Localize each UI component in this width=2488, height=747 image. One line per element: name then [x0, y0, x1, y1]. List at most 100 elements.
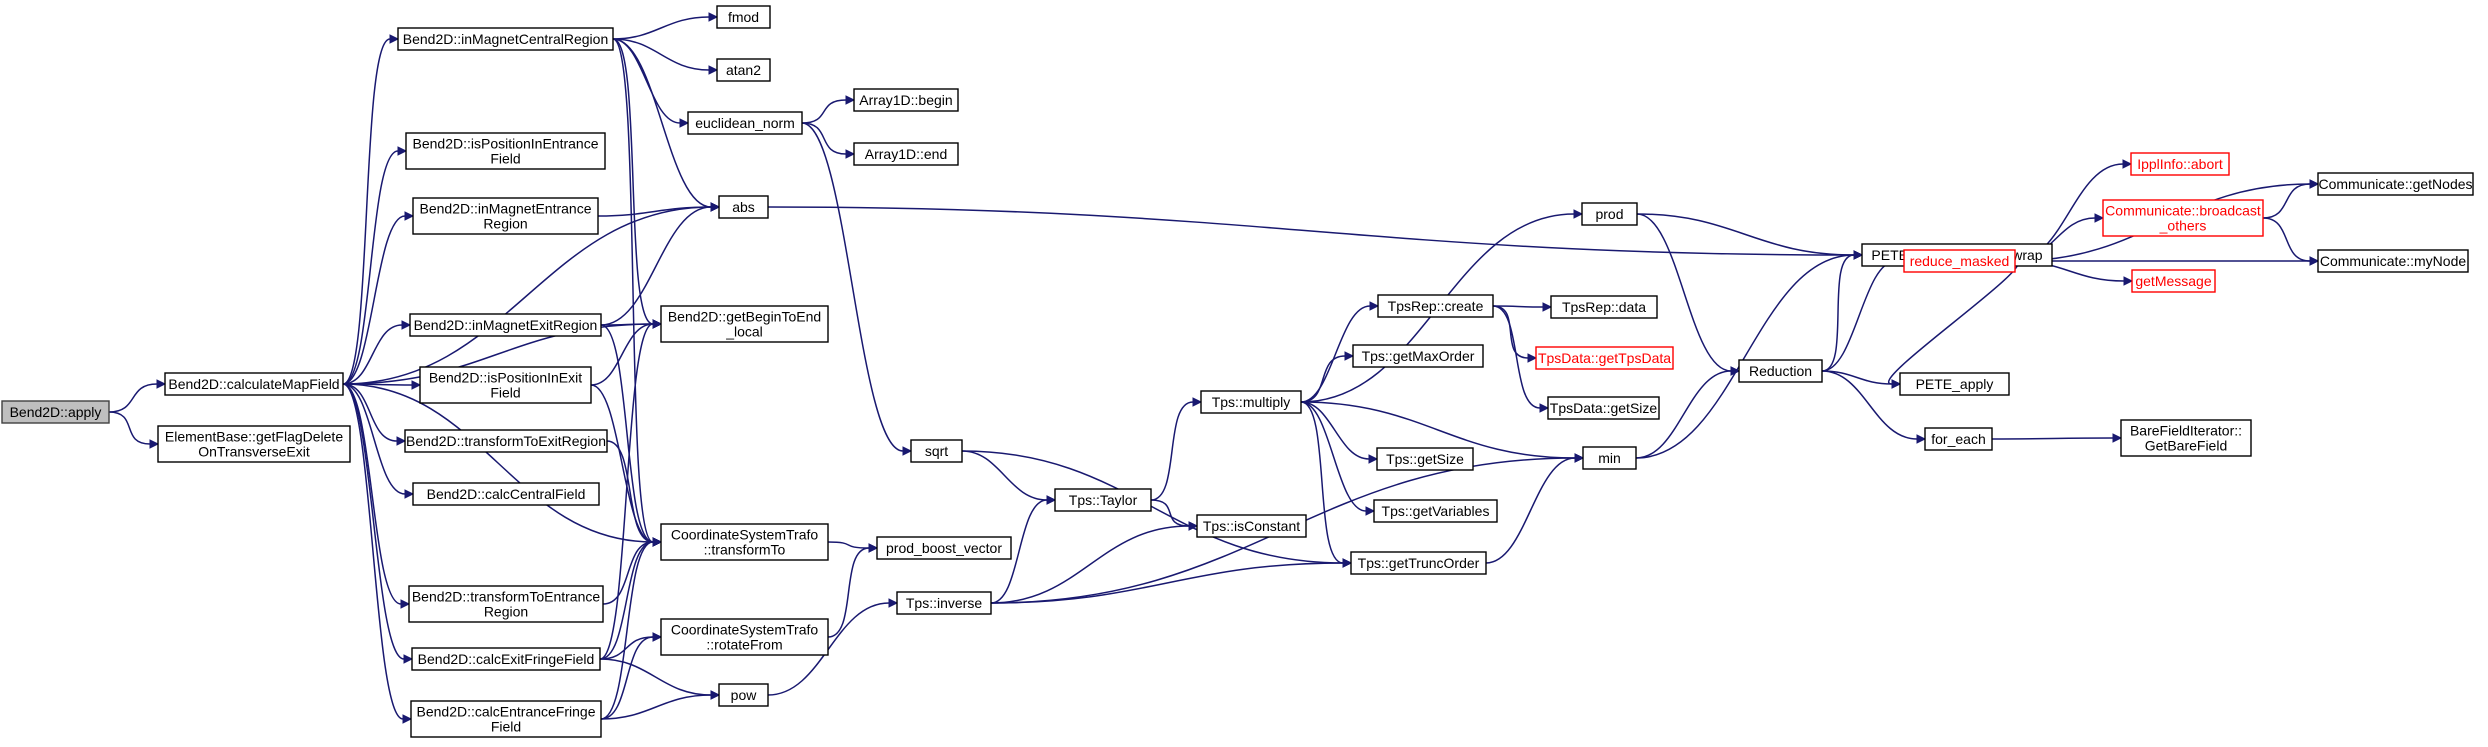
node-label-getFlagDelete-1: OnTransverseExit	[198, 444, 310, 460]
edge-arrowhead-pow-to-tps_inverse	[888, 598, 899, 608]
edge-tps_taylor-to-tps_isConstant	[1150, 499, 1190, 527]
node-box-tps_isConstant	[1196, 514, 1307, 538]
node-label-prod_boost_vector-0: prod_boost_vector	[886, 540, 1002, 556]
edge-arrowhead-tps_inverse-to-tps_taylor	[1046, 495, 1057, 505]
node-ippl_abort[interactable]: IpplInfo::abort	[2130, 152, 2230, 176]
node-rotateFrom[interactable]: CoordinateSystemTrafo::rotateFrom	[660, 618, 829, 656]
edge-arrowhead-tps_taylor-to-tps_multiply	[1192, 397, 1203, 407]
edge-calcExitFringeField-to-getBeginToEnd	[599, 323, 654, 660]
node-sqrt[interactable]: sqrt	[910, 439, 963, 463]
node-label-tpsdata_getTpsData-0: TpsData::getTpsData	[1538, 350, 1671, 366]
node-tps_getVariables[interactable]: Tps::getVariables	[1373, 499, 1498, 523]
node-calcCentralField[interactable]: Bend2D::calcCentralField	[412, 482, 600, 506]
edge-arrowhead-tps_multiply-to-tpsrep_create	[1369, 301, 1380, 311]
node-label-tpsrep_create-0: TpsRep::create	[1388, 298, 1484, 314]
edge-calcEntranceFringeField-to-rotateFrom	[600, 636, 654, 720]
node-label-isPositionInExitField-0: Bend2D::isPositionInExit	[429, 370, 582, 386]
node-fmod[interactable]: fmod	[716, 5, 771, 29]
edge-arrowhead-euclidean_norm-to-array_end	[845, 149, 856, 159]
node-tps_taylor[interactable]: Tps::Taylor	[1054, 488, 1152, 512]
edge-arrowhead-reduce_masked-to-getMessage	[2123, 276, 2134, 286]
node-min[interactable]: min	[1582, 446, 1637, 470]
node-tps_multiply[interactable]: Tps::multiply	[1200, 390, 1302, 414]
node-transformToExitRegion[interactable]: Bend2D::transformToExitRegion	[404, 429, 608, 453]
node-tps_getSize[interactable]: Tps::getSize	[1376, 447, 1474, 471]
node-box-calcCentralField	[412, 482, 600, 506]
edge-arrowhead-calculateMapField-to-transformToEntranceRegion	[400, 599, 411, 609]
edge-arrowhead-euclidean_norm-to-array_begin	[845, 95, 856, 105]
node-calcExitFringeField[interactable]: Bend2D::calcExitFringeField	[411, 647, 601, 671]
node-prod[interactable]: prod	[1581, 202, 1638, 226]
node-box-rotateFrom	[660, 618, 829, 656]
edge-arrowhead-euclidean_norm-to-sqrt	[902, 446, 913, 456]
node-box-isPositionInExitField	[419, 366, 592, 404]
edge-inMagnetCentralRegion-to-atan2	[612, 38, 710, 71]
node-broadcast_others[interactable]: Communicate::broadcast_others	[2102, 199, 2264, 237]
node-label-tpsrep_data-0: TpsRep::data	[1562, 299, 1646, 315]
node-getFlagDelete[interactable]: ElementBase::getFlagDeleteOnTransverseEx…	[157, 425, 351, 463]
edge-inMagnetCentralRegion-to-abs	[612, 38, 712, 208]
node-label-array_end-0: Array1D::end	[865, 146, 947, 162]
node-tps_inverse[interactable]: Tps::inverse	[896, 591, 992, 615]
node-label-array_begin-0: Array1D::begin	[859, 92, 952, 108]
node-array_begin[interactable]: Array1D::begin	[853, 88, 959, 112]
node-pow[interactable]: pow	[718, 683, 769, 707]
node-box-inMagnetCentralRegion	[397, 27, 614, 51]
node-label-broadcast_others-1: _others	[2159, 218, 2207, 234]
node-label-transformToEntranceRegion-1: Region	[484, 604, 528, 620]
node-atan2[interactable]: atan2	[716, 58, 771, 82]
node-for_each[interactable]: for_each	[1924, 427, 1993, 451]
node-label-getMessage-0: getMessage	[2135, 273, 2211, 289]
node-label-pete_apply-0: PETE_apply	[1916, 376, 1994, 392]
node-label-tpsdata_getSize-0: TpsData::getSize	[1550, 400, 1658, 416]
node-label-calcExitFringeField-0: Bend2D::calcExitFringeField	[418, 651, 595, 667]
node-tpsrep_create[interactable]: TpsRep::create	[1377, 294, 1494, 318]
edge-arrowhead-for_each-to-barefield	[2112, 433, 2123, 443]
edge-arrowhead-calculateMapField-to-calcCentralField	[404, 489, 415, 499]
node-label-inMagnetEntranceRegion-0: Bend2D::inMagnetEntrance	[420, 201, 592, 217]
node-euclidean_norm[interactable]: euclidean_norm	[687, 111, 803, 135]
node-calculateMapField[interactable]: Bend2D::calculateMapField	[164, 372, 344, 396]
node-pete_apply[interactable]: PETE_apply	[1899, 372, 2010, 396]
node-label-atan2-0: atan2	[726, 62, 761, 78]
node-box-myNode	[2317, 249, 2469, 273]
edge-transformToExitRegion-to-transformTo	[606, 440, 654, 543]
node-label-isPositionInEntranceField-1: Field	[490, 151, 520, 167]
node-tps_getTruncOrder[interactable]: Tps::getTruncOrder	[1350, 551, 1487, 575]
node-label-for_each-0: for_each	[1931, 431, 1985, 447]
edge-arrowhead-tps_multiply-to-tps_getVariables	[1365, 506, 1376, 516]
node-tps_isConstant[interactable]: Tps::isConstant	[1196, 514, 1307, 538]
node-myNode[interactable]: Communicate::myNode	[2317, 249, 2469, 273]
node-inMagnetExitRegion[interactable]: Bend2D::inMagnetExitRegion	[409, 313, 602, 337]
node-apply[interactable]: Bend2D::apply	[1, 400, 110, 424]
node-reduce_masked[interactable]: reduce_masked	[1903, 249, 2016, 273]
node-tpsrep_data[interactable]: TpsRep::data	[1550, 295, 1658, 319]
edge-arrowhead-inMagnetExitRegion-to-abs	[710, 202, 721, 212]
node-getMessage[interactable]: getMessage	[2131, 269, 2216, 293]
node-inMagnetCentralRegion[interactable]: Bend2D::inMagnetCentralRegion	[397, 27, 614, 51]
node-transformTo[interactable]: CoordinateSystemTrafo::transformTo	[660, 523, 829, 561]
node-array_end[interactable]: Array1D::end	[853, 142, 959, 166]
node-getBeginToEnd[interactable]: Bend2D::getBeginToEnd_local	[660, 305, 829, 343]
node-getNodes[interactable]: Communicate::getNodes	[2317, 172, 2474, 196]
node-barefield[interactable]: BareFieldIterator::GetBareField	[2120, 419, 2252, 457]
node-abs[interactable]: abs	[718, 195, 769, 219]
node-label-prod-0: prod	[1595, 206, 1623, 222]
node-reduction[interactable]: Reduction	[1738, 359, 1823, 383]
node-box-tps_getSize	[1376, 447, 1474, 471]
node-prod_boost_vector[interactable]: prod_boost_vector	[876, 536, 1012, 560]
node-tpsdata_getTpsData[interactable]: TpsData::getTpsData	[1535, 346, 1674, 370]
node-label-transformTo-1: ::transformTo	[704, 542, 786, 558]
edge-calculateMapField-to-transformToExitRegion	[342, 383, 398, 442]
node-tpsdata_getSize[interactable]: TpsData::getSize	[1547, 396, 1660, 420]
node-tps_getMaxOrder[interactable]: Tps::getMaxOrder	[1352, 344, 1484, 368]
node-label-tps_inverse-0: Tps::inverse	[906, 595, 982, 611]
edge-rotateFrom-to-prod_boost_vector	[827, 547, 870, 638]
edge-arrowhead-calculateMapField-to-isPositionInEntranceField	[397, 146, 408, 156]
